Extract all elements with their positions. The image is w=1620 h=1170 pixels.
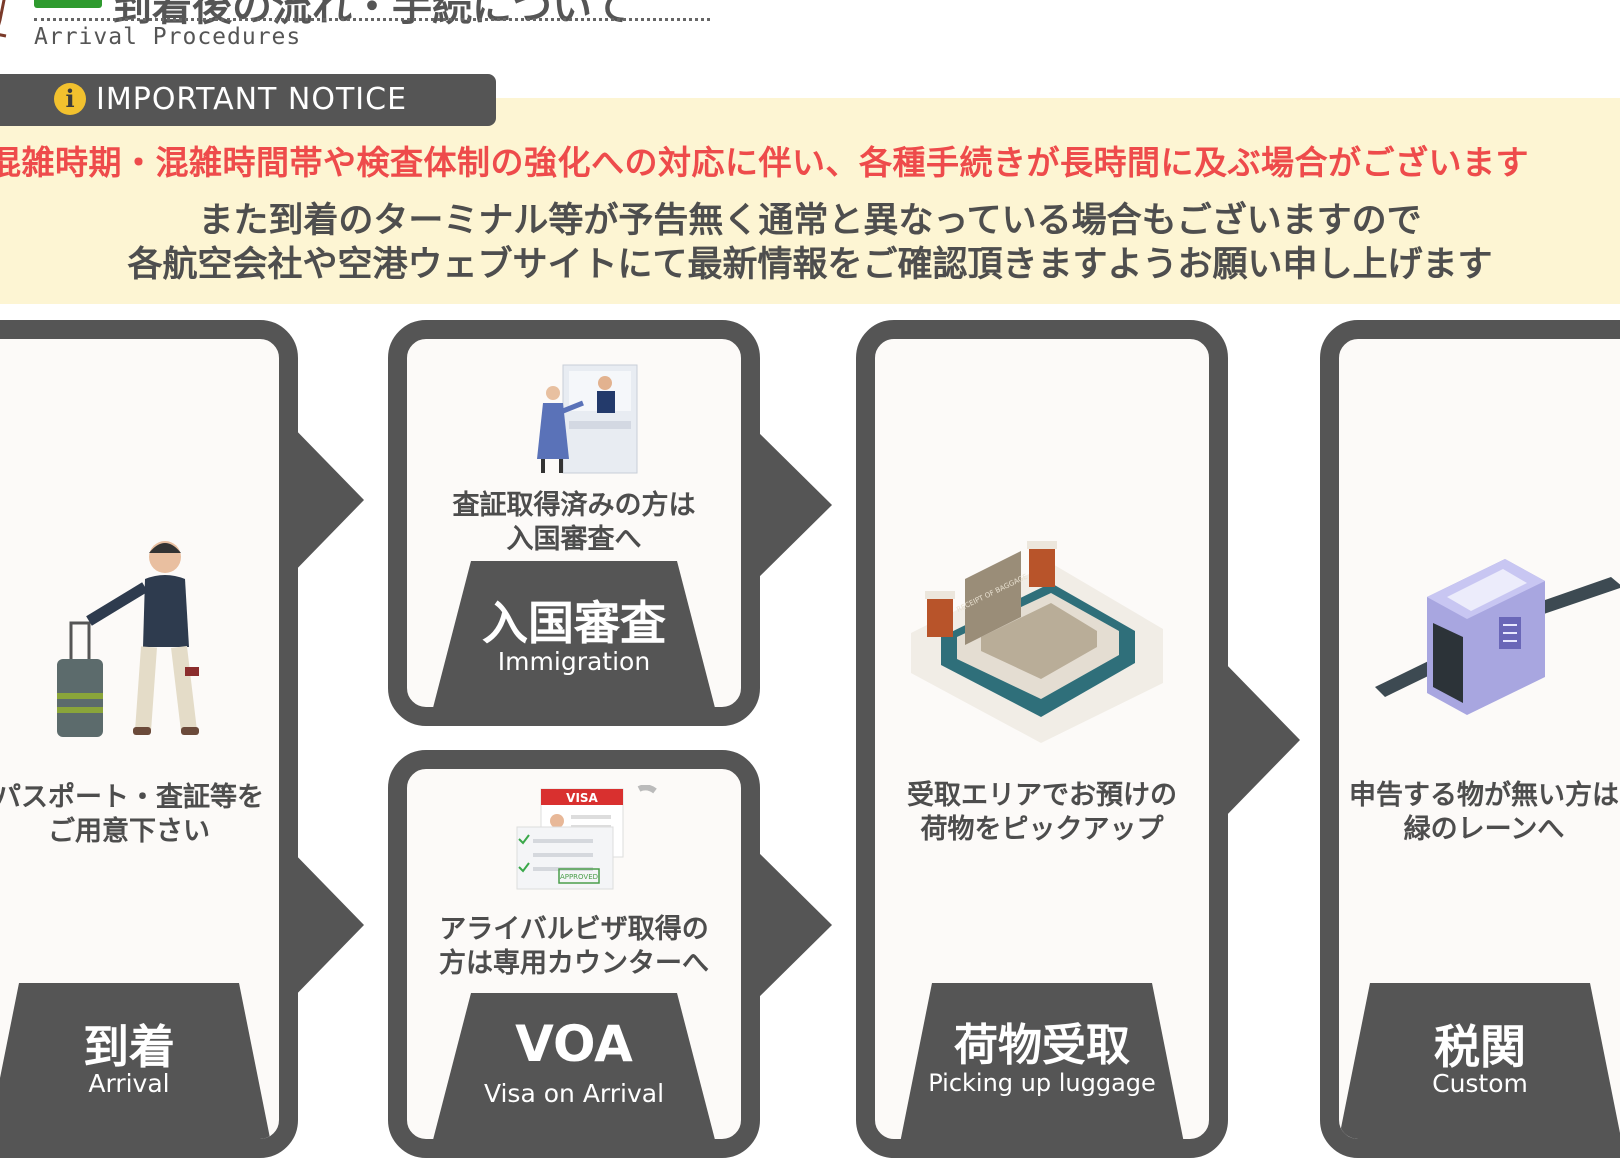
step-card-customs: 申告する物が無い方は緑のレーンへ 税関 Custom [1320,320,1620,1158]
step-title-en: Custom [1432,1069,1528,1098]
step-description: パスポート・査証等をご用意下さい [0,782,264,847]
page-subtitle: Arrival Procedures [34,24,302,50]
arrow-right-icon [286,845,366,1009]
step-title-jp: 税関 [1434,1020,1526,1074]
step-label-voa: VOA Visa on Arrival [427,993,721,1139]
xray-scanner-icon [1375,537,1620,741]
step-description: 受取エリアでお預けの荷物をピックアップ [907,780,1177,845]
step-description: アライバルビザ取得の方は専用カウンターへ [439,914,709,979]
step-label-arrival: 到着 Arrival [0,983,279,1139]
arrow-right-icon [1222,660,1302,824]
header-badge [34,0,102,8]
step-card-voa: VISA APPROVED アライバルビザ取得の方は専用カウンターへ VOA V… [388,750,760,1158]
arrow-right-icon [756,850,834,1004]
svg-text:VISA: VISA [566,791,598,805]
arrow-right-icon [286,420,366,584]
step-title-jp: VOA [515,1015,633,1073]
notice-label: IMPORTANT NOTICE [96,82,408,117]
step-card-arrival: パスポート・査証等をご用意下さい 到着 Arrival [0,320,298,1158]
header-divider [34,18,710,21]
step-description: 申告する物が無い方は緑のレーンへ [1349,780,1619,845]
step-description: 査証取得済みの方は入国審査へ [452,490,696,555]
svg-text:APPROVED: APPROVED [560,873,598,881]
arrow-right-icon [756,430,834,584]
notice-line-1: また到着のターミナル等が予告無く通常と異なっている場合もございますので [198,201,1422,241]
notice-warning: 混雑時期・混雑時間帯や検査体制の強化への対応に伴い、各種手続きが長時間に及ぶ場合… [0,143,1529,182]
page-title: 到着後の流れ・手続について [112,0,631,30]
step-card-immigration: 査証取得済みの方は入国審査へ 入国審査 Immigration [388,320,760,726]
info-icon: i [54,83,86,115]
step-label-customs: 税関 Custom [1339,983,1620,1139]
step-card-luggage: RECEIPT OF BAGGAGE 受取エリアでお預けの荷物をピックアップ 荷… [856,320,1228,1158]
notice-line-2: 各航空会社や空港ウェブサイトにて最新情報をご確認頂きますようお願い申し上げます [127,245,1493,285]
immigration-counter-icon [531,361,641,481]
step-title-en: Visa on Arrival [483,1079,665,1108]
notice-banner [0,98,1620,304]
step-title-en: Arrival [88,1069,170,1098]
step-title-en: Immigration [497,647,651,676]
baggage-carousel-icon: RECEIPT OF BAGGAGE [901,533,1171,757]
step-title-jp: 荷物受取 [954,1020,1130,1071]
mascot-figure-icon [0,0,10,42]
traveler-with-suitcase-icon [49,535,209,769]
step-label-immigration: 入国審査 Immigration [427,561,721,707]
step-title-jp: 入国審査 [482,596,666,650]
step-label-luggage: 荷物受取 Picking up luggage [892,983,1192,1139]
step-title-jp: 到着 [83,1020,175,1074]
visa-documents-icon: VISA APPROVED [511,784,661,899]
step-title-en: Picking up luggage [928,1069,1156,1097]
